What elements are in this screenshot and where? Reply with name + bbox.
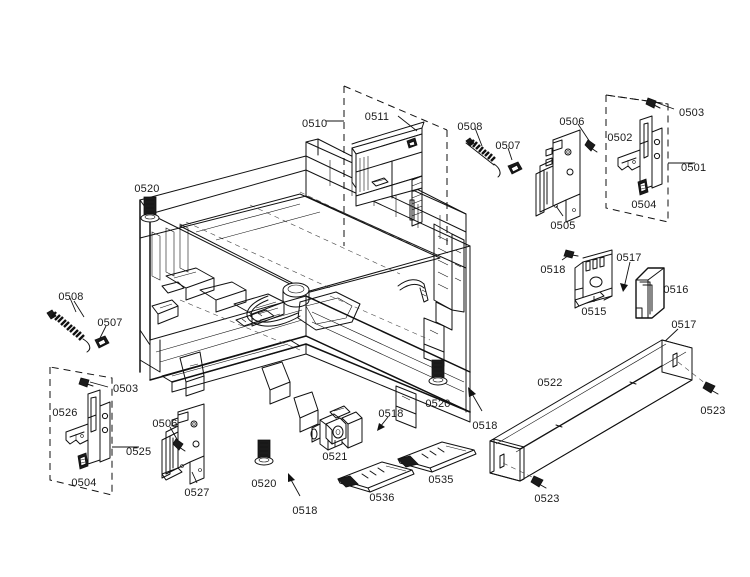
callout-screw-valve: 0518 — [378, 408, 404, 420]
callout-hinge-bracket-right: 0505 — [550, 220, 576, 232]
callout-arrow-marker-upper: 0517 — [616, 252, 642, 264]
callout-bolt-upper-left: 0520 — [134, 183, 160, 195]
part-0522-kickplate-panel — [489, 339, 693, 482]
dashed-group-dispenser — [343, 85, 448, 250]
part-0504-roller-right — [637, 178, 649, 196]
part-0507-clip-upper — [507, 161, 523, 175]
part-0535-insulation-pad-large — [397, 441, 477, 473]
part-0523-screw-right — [677, 361, 719, 395]
part-0520-bolt-lower-left — [254, 439, 274, 466]
callout-hinge-roller-right: 0504 — [631, 199, 657, 211]
part-0506-screw-lower — [169, 426, 186, 452]
callout-arrow-marker-lower: 0517 — [671, 319, 697, 331]
part-0527-hinge-bracket-left — [161, 403, 205, 485]
part-0518-screw-junction — [561, 249, 579, 261]
part-0520-bolt-upper — [140, 196, 160, 223]
marker-0517-upper-arrow — [620, 261, 631, 292]
part-0506-screw-upper — [577, 123, 598, 153]
callout-hinge-plate-right: 0502 — [607, 132, 633, 144]
callout-door-tension-spring-upper: 0508 — [457, 121, 483, 133]
part-0526-hinge-plate-left — [65, 389, 111, 465]
callout-spring-end-clip-upper: 0507 — [495, 140, 521, 152]
callout-screw-junction-box: 0518 — [540, 264, 566, 276]
part-0511-dispenser-module — [351, 121, 425, 227]
callout-hinge-assembly-left-group: 0525 — [126, 446, 152, 458]
part-0520-bolt-center — [428, 359, 448, 386]
callout-screw-hinge-right: 0503 — [679, 107, 705, 119]
part-0505-hinge-bracket-right — [535, 129, 581, 223]
callout-door-tension-spring-lower: 0508 — [58, 291, 84, 303]
part-0502-hinge-plate-right — [617, 115, 663, 191]
callout-hinge-bracket-left: 0527 — [184, 487, 210, 499]
part-0508-spring-upper — [465, 137, 501, 178]
callout-insulation-pad-large: 0535 — [428, 474, 454, 486]
callout-screw-kickplate-left: 0523 — [534, 493, 560, 505]
callout-screw-kickplate-right: 0523 — [700, 405, 726, 417]
callout-door-assembly-group-bracket: 0510 — [302, 118, 328, 130]
part-0523-screw-left — [502, 462, 547, 489]
marker-0518-valve-arrow — [377, 416, 389, 431]
callout-spring-end-clip-lower: 0507 — [97, 317, 123, 329]
part-0504-roller-left — [77, 452, 89, 470]
callout-detergent-dispenser-module: 0511 — [364, 111, 390, 123]
callout-junction-box-base: 0515 — [581, 306, 607, 318]
main-chassis-assembly — [139, 138, 471, 433]
callout-hinge-plate-left: 0526 — [52, 407, 78, 419]
leader-lines — [69, 115, 695, 484]
callout-hinge-roller-left: 0504 — [71, 477, 97, 489]
callout-hinge-assembly-right-group: 0501 — [681, 162, 707, 174]
part-0515-junction-box-base — [574, 249, 613, 309]
callout-junction-box-cover: 0516 — [663, 284, 689, 296]
callout-screw-lower-left: 0506 — [152, 418, 178, 430]
callout-insulation-pad-small: 0536 — [369, 492, 395, 504]
marker-0518-lower-left-arrow — [288, 473, 301, 497]
callout-kickplate-panel: 0522 — [537, 377, 563, 389]
callout-screw-kickplate: 0518 — [472, 420, 498, 432]
part-0521-water-inlet-valve — [310, 405, 363, 451]
callout-screw-lower-left-callout: 0518 — [292, 505, 318, 517]
part-0503-screw-left — [78, 377, 109, 388]
callout-screw-hinge-left: 0503 — [113, 383, 139, 395]
part-0507-clip-lower — [94, 325, 110, 349]
callout-bolt-lower-left: 0520 — [251, 478, 277, 490]
part-0516-junction-box-cover — [635, 267, 665, 319]
part-0503-screw-upper-right — [645, 97, 675, 110]
dashed-group-hinge-left — [49, 366, 113, 496]
part-0508-spring-lower — [46, 300, 91, 353]
callout-bolt-center: 0520 — [425, 398, 451, 410]
callout-water-inlet-valve: 0521 — [322, 451, 348, 463]
part-0536-insulation-pad-small — [337, 461, 415, 493]
callout-screw-upper-right: 0506 — [559, 116, 585, 128]
marker-0518-kickplate-arrow — [468, 387, 483, 412]
